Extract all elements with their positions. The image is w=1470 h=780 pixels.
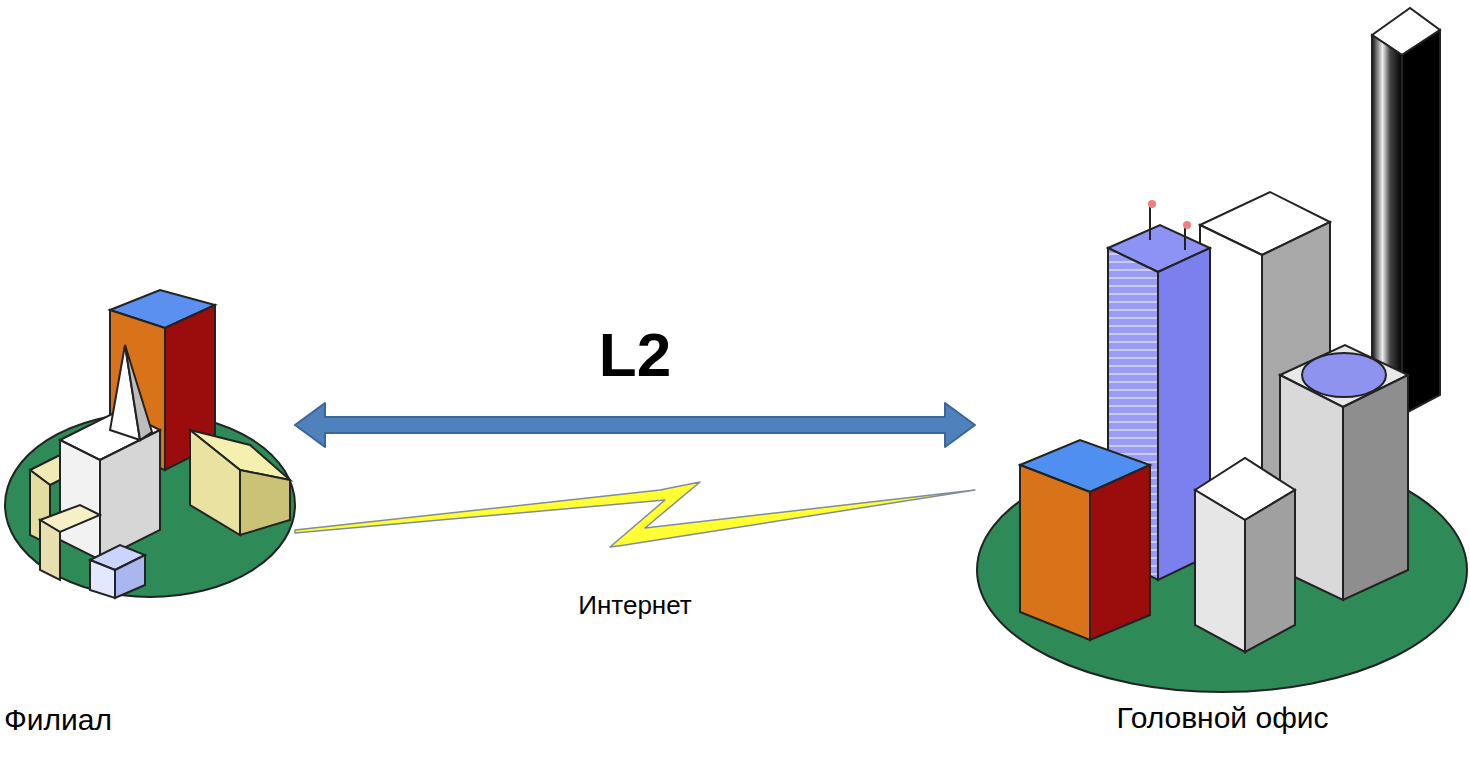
internet-link <box>295 482 975 547</box>
branch-illustration <box>5 290 295 598</box>
l2-link <box>295 403 975 447</box>
site-name: Головной офис <box>1116 700 1328 736</box>
site-name: Филиал <box>4 702 112 738</box>
headoffice-illustration <box>977 8 1467 692</box>
headoffice-site: Головной офис <box>975 0 1470 770</box>
link-label: Интернет <box>574 591 695 620</box>
branch-site: Филиал <box>0 280 295 750</box>
link-label: L2 <box>595 321 675 389</box>
